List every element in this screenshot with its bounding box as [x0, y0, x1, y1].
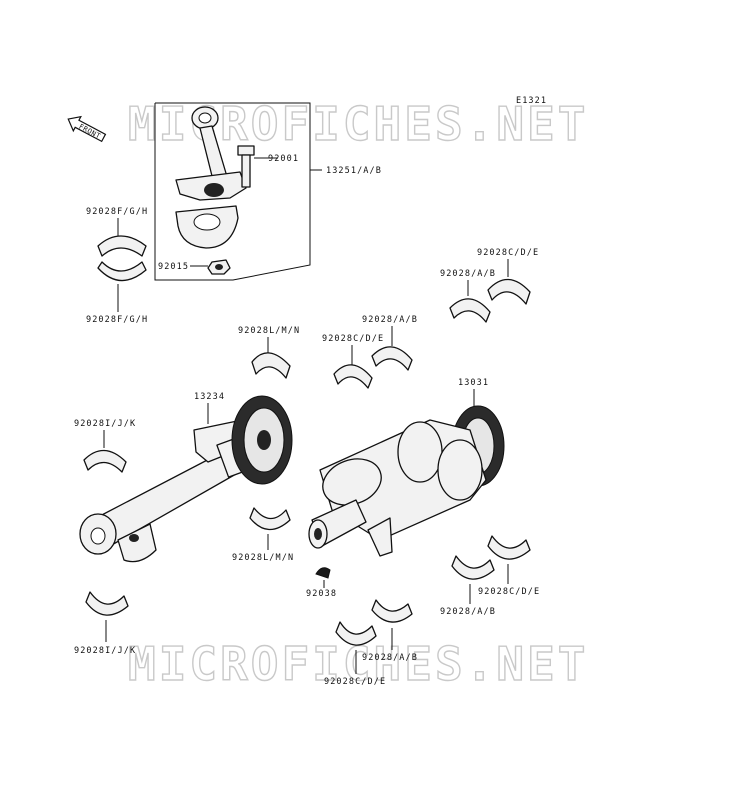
balancer-shaft — [79, 395, 293, 563]
rod-nut — [207, 259, 231, 275]
bearing-shell-ijk-upper — [83, 449, 127, 473]
bearing-shell-cde-top-right — [487, 278, 531, 305]
label-92028AB-low-right: 92028/A/B — [440, 607, 496, 617]
label-92028CDE-mid: 92028C/D/E — [322, 334, 384, 344]
bearing-shell-ab-top-right — [449, 298, 491, 323]
label-92038: 92038 — [306, 589, 337, 599]
front-arrow-icon: FRONT — [67, 115, 107, 143]
conrod-assembly-frame — [154, 102, 311, 281]
diagram-id: E1321 — [516, 96, 547, 106]
bearing-shell-ijk-lower — [85, 591, 129, 616]
bearing-shell-cde-bottom — [335, 621, 377, 646]
label-92015: 92015 — [158, 262, 189, 272]
bearing-shell-lmn-lower — [249, 507, 291, 531]
label-92028AB-mid: 92028/A/B — [362, 315, 418, 325]
bearing-shell-ab-low-right — [451, 555, 495, 580]
label-13234: 13234 — [194, 392, 225, 402]
connecting-rod — [175, 106, 247, 201]
bearing-shell-fgh-upper — [97, 235, 147, 257]
front-label: FRONT — [77, 123, 102, 141]
bearing-shell-lmn-upper — [251, 352, 291, 379]
label-92028CDE-low-right: 92028C/D/E — [478, 587, 540, 597]
bearing-shell-ab-mid — [371, 346, 413, 371]
label-13251: 13251/A/B — [326, 166, 382, 176]
label-92028LMN-lower: 92028L/M/N — [232, 553, 294, 563]
label-92028LMN-upper: 92028L/M/N — [238, 326, 300, 336]
label-92028CDE-bottom: 92028C/D/E — [324, 677, 386, 687]
label-92028IJK-upper: 92028I/J/K — [74, 419, 136, 429]
rod-bolt — [237, 145, 262, 188]
label-92028AB-bottom: 92028/A/B — [362, 653, 418, 663]
label-92028IJK-lower: 92028I/J/K — [74, 646, 136, 656]
label-92028AB-top-right: 92028/A/B — [440, 269, 496, 279]
bearing-shell-ab-bottom — [371, 599, 413, 623]
bearing-shell-cde-mid — [333, 364, 373, 389]
label-92028FGH-lower: 92028F/G/H — [86, 315, 148, 325]
label-92028CDE-top-right: 92028C/D/E — [477, 248, 539, 258]
label-92001: 92001 — [268, 154, 299, 164]
bearing-shell-fgh-lower — [97, 261, 147, 282]
crankshaft — [308, 405, 505, 557]
label-92028FGH-upper: 92028F/G/H — [86, 207, 148, 217]
connecting-rod-cap — [175, 205, 239, 249]
woodruff-key — [315, 567, 331, 579]
bearing-shell-cde-low-right — [487, 535, 531, 560]
label-13031: 13031 — [458, 378, 489, 388]
